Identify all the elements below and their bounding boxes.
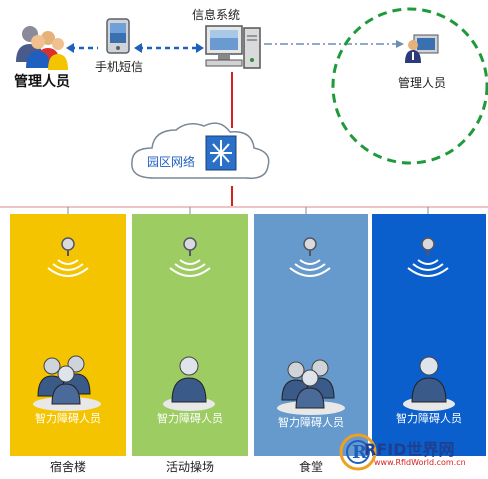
- zone-name-canteen: 食堂: [298, 460, 323, 474]
- zone-fourth-panel: 智力障碍人员: [372, 214, 486, 456]
- zone-name-dormitory: 宿舍楼: [49, 460, 86, 474]
- watermark-logo: R RFID世界网 www.RfidWorld.com.cn: [338, 432, 484, 472]
- rfid-reader-icon: [289, 237, 331, 277]
- admin-right-label: 管理人员: [398, 76, 447, 90]
- rfid-world-logo-icon: R: [339, 433, 377, 471]
- admin-left-label: 管理人员: [14, 74, 70, 90]
- admin-workstation-icon: [405, 34, 439, 63]
- svg-text:R: R: [352, 442, 368, 463]
- admin-group-icon: [16, 26, 68, 70]
- mobile-phone-icon: [106, 18, 130, 54]
- zone-playground-panel: 智力障碍人员: [132, 214, 248, 456]
- people-group-icon: [33, 355, 101, 411]
- sms-label: 手机短信: [95, 60, 144, 74]
- zone-people-label: 智力障碍人员: [396, 412, 462, 425]
- computer-icon: [205, 25, 261, 69]
- zone-people-label: 智力障碍人员: [35, 412, 101, 425]
- person-icon: [403, 356, 455, 411]
- watermark-url: www.RfidWorld.com.cn: [374, 458, 466, 467]
- rfid-reader-icon: [47, 237, 89, 277]
- zone-dormitory-panel: 智力障碍人员: [10, 214, 126, 456]
- person-icon: [163, 356, 215, 411]
- zone-name-playground: 活动操场: [165, 460, 214, 474]
- zone-people-label: 智力障碍人员: [278, 416, 344, 429]
- network-label: 园区网络: [147, 155, 196, 169]
- rfid-reader-icon: [169, 237, 211, 277]
- rfid-reader-icon: [407, 237, 449, 277]
- zone-canteen-panel: 智力障碍人员: [254, 214, 368, 456]
- people-group-icon: [277, 359, 345, 415]
- campus-network-cloud-icon: [131, 122, 270, 179]
- watermark-brand: RFID世界网: [364, 440, 455, 459]
- zone-people-label: 智力障碍人员: [157, 412, 223, 425]
- system-label: 信息系统: [192, 8, 241, 22]
